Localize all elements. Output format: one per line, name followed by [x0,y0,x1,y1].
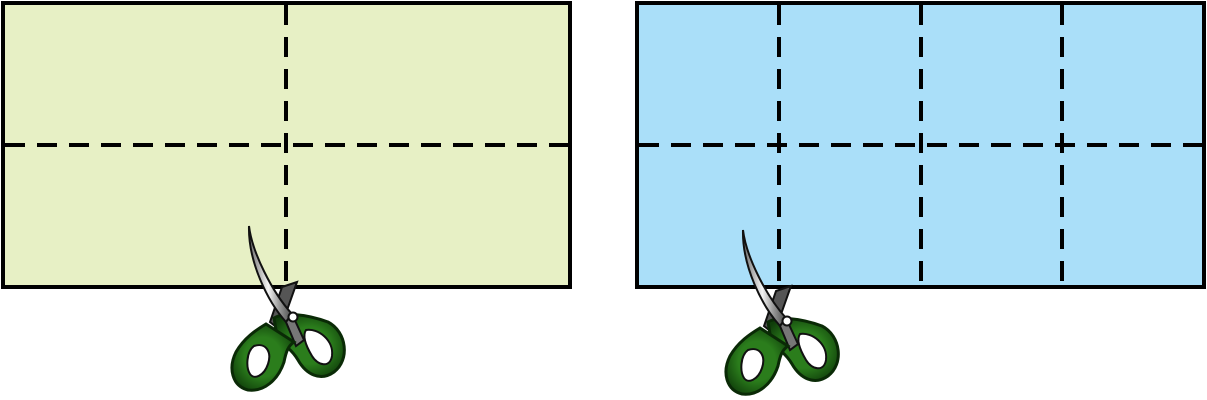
right-paper [635,1,1206,289]
left-paper [1,1,572,289]
